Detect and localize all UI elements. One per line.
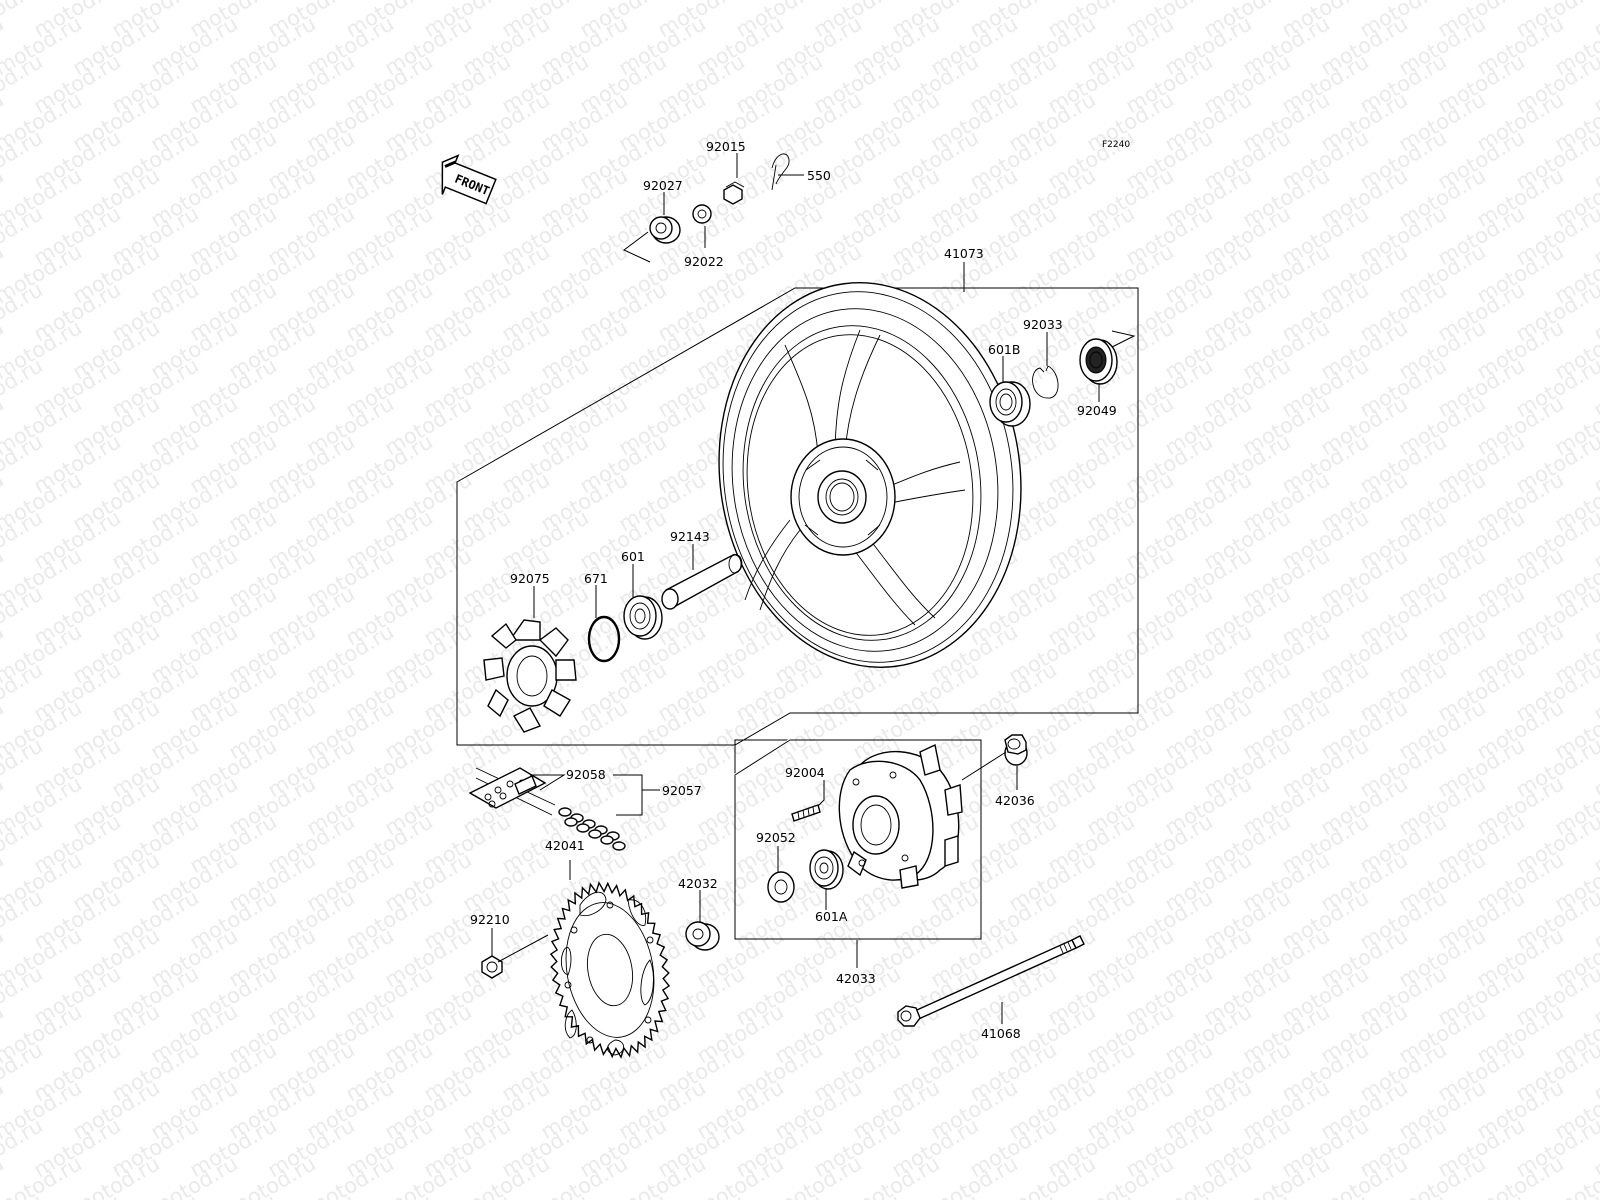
collar-42036[interactable]: [1004, 734, 1028, 766]
label-41073[interactable]: 41073: [944, 246, 984, 261]
label-601A[interactable]: 601A: [815, 909, 848, 924]
label-671[interactable]: 671: [584, 571, 608, 586]
damper-92075[interactable]: [483, 619, 577, 733]
label-601B[interactable]: 601B: [988, 342, 1020, 357]
washer-92052[interactable]: [767, 871, 795, 903]
washer-92022[interactable]: [692, 204, 712, 224]
label-92143[interactable]: 92143: [670, 529, 710, 544]
label-92052[interactable]: 92052: [756, 830, 796, 845]
label-42033[interactable]: 42033: [836, 971, 876, 986]
diagram-code: F2240: [1102, 140, 1130, 150]
label-42036[interactable]: 42036: [995, 793, 1035, 808]
label-92004[interactable]: 92004: [785, 765, 825, 780]
label-41068[interactable]: 41068: [981, 1026, 1021, 1041]
label-92015[interactable]: 92015: [706, 139, 746, 154]
label-42041[interactable]: 42041: [545, 838, 585, 853]
watermark-text: motod.ru: [1590, 0, 1600, 42]
label-92075[interactable]: 92075: [510, 571, 550, 586]
collar-92027[interactable]: [649, 216, 681, 244]
label-601[interactable]: 601: [621, 549, 645, 564]
label-42032[interactable]: 42032: [678, 876, 718, 891]
label-92033[interactable]: 92033: [1023, 317, 1063, 332]
label-92027[interactable]: 92027: [643, 178, 683, 193]
label-92058[interactable]: 92058: [566, 767, 606, 782]
label-92057[interactable]: 92057: [662, 783, 702, 798]
label-550[interactable]: 550: [807, 168, 831, 183]
label-92049[interactable]: 92049: [1077, 403, 1117, 418]
label-92210[interactable]: 92210: [470, 912, 510, 927]
label-92022[interactable]: 92022: [684, 254, 724, 269]
bearing-601[interactable]: [623, 595, 663, 640]
